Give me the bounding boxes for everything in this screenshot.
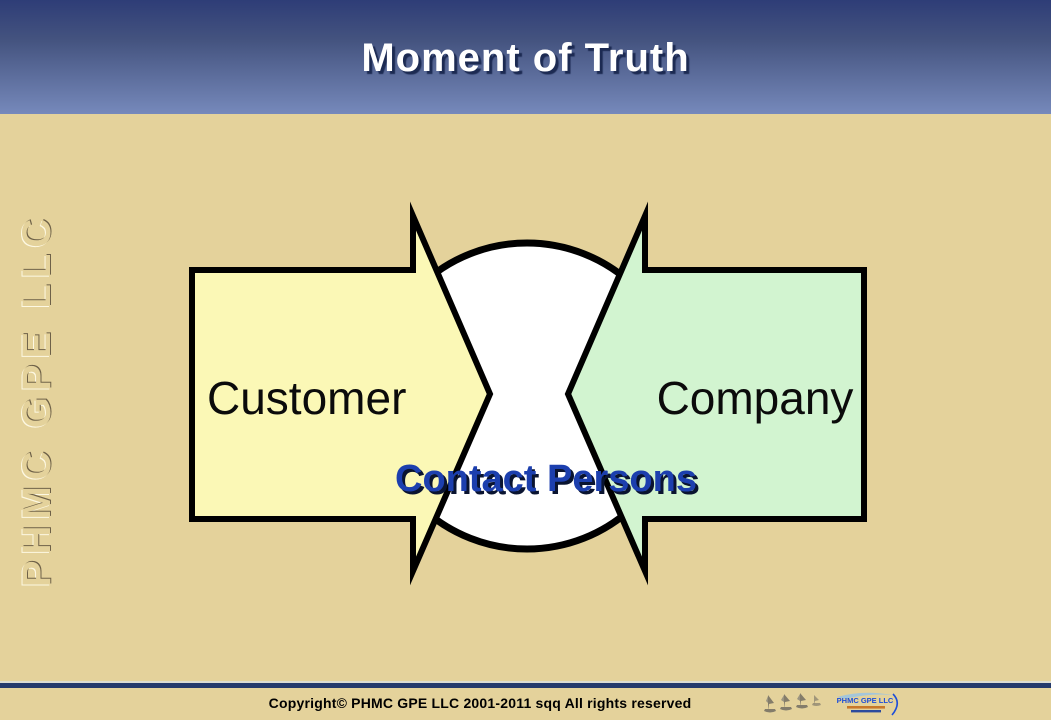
customer-label: Customer <box>207 372 406 424</box>
copyright-text: Copyright© PHMC GPE LLC 2001-2011 sqq Al… <box>268 695 692 711</box>
company-arrow <box>564 201 867 586</box>
company-label: Company <box>657 372 854 424</box>
contact-persons-label-shadow: Contact Persons <box>398 461 700 503</box>
slide-title: Moment of Truth <box>361 36 690 80</box>
customer-arrow <box>189 201 494 586</box>
logo-text: PHMC GPE LLC <box>837 696 894 705</box>
contact-persons-label: Contact Persons <box>395 458 697 500</box>
phmc-gpe-llc-logo: PHMC GPE LLC <box>837 692 899 716</box>
logo-swoosh <box>837 692 897 699</box>
logo-tagline-1 <box>847 706 885 709</box>
logo-tagline-2 <box>851 710 881 713</box>
logo-arc <box>891 693 899 716</box>
footer-divider <box>0 683 1051 688</box>
header-band: Moment of Truth <box>0 0 1051 114</box>
footer-divider-highlight <box>0 681 1051 683</box>
sailing-ships-logo <box>764 693 821 713</box>
